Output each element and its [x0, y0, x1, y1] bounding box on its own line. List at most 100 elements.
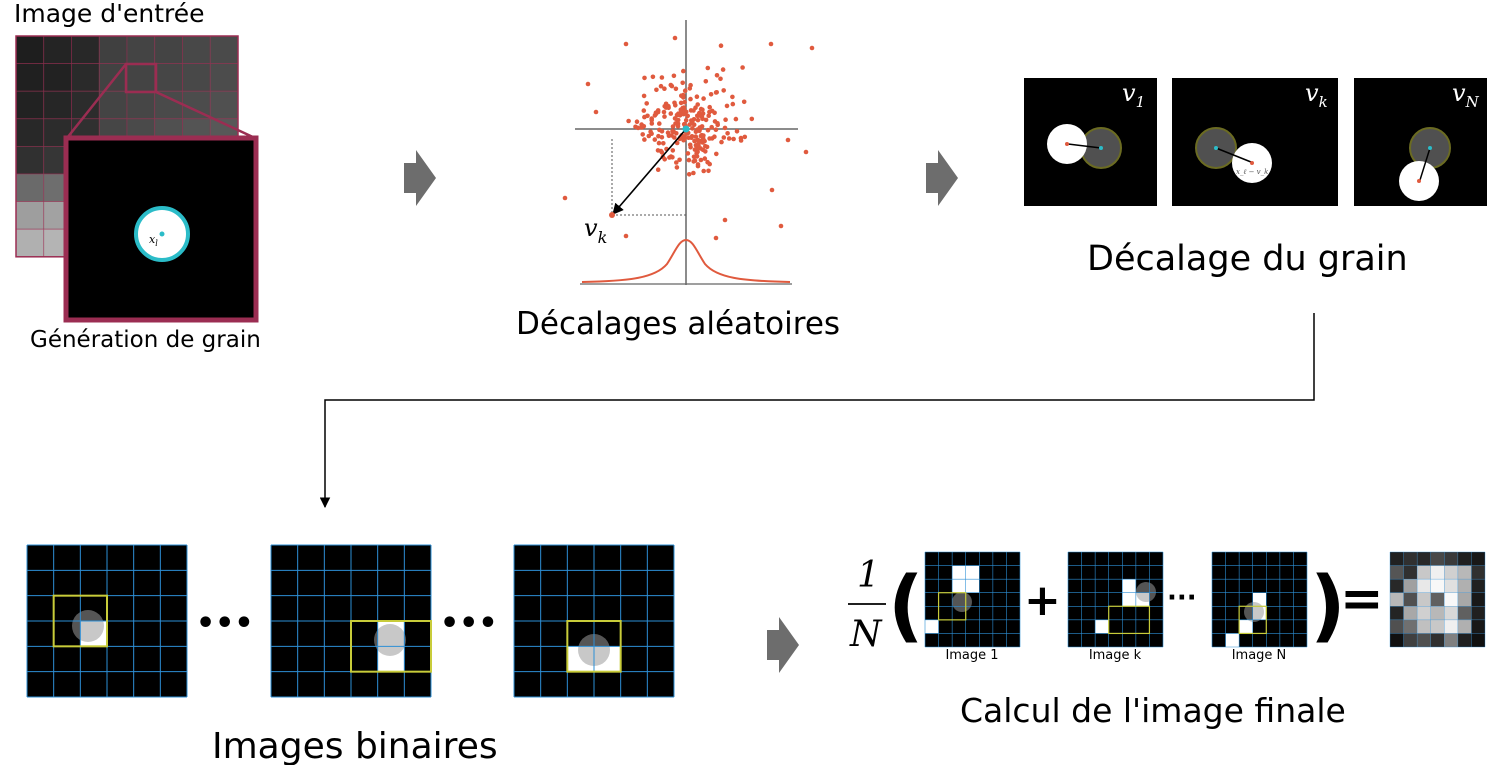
offset-point: [714, 151, 719, 157]
window-box: [1238, 605, 1267, 635]
offset-point: [673, 103, 678, 108]
sum-image-k: [1067, 551, 1164, 648]
fraction-numerator: 1: [857, 555, 880, 596]
offset-point: [730, 94, 735, 100]
binary-image-1: [26, 544, 188, 698]
offset-vk-label: vk: [1305, 79, 1328, 111]
input-pixel: [43, 90, 72, 120]
random-offsets-label: Décalages aléatoires: [516, 306, 840, 342]
binary-pixel-on: [1095, 619, 1109, 634]
offset-point: [695, 102, 700, 107]
offset-point: [714, 90, 719, 95]
offset-point: [749, 116, 755, 122]
offset-point: [657, 121, 662, 126]
offset-point: [670, 148, 676, 153]
grain-ghost: [72, 610, 104, 642]
grain-ghost: [1136, 582, 1156, 602]
binary-images-label: Images binaires: [212, 726, 498, 765]
offset-point: [635, 125, 641, 131]
final-pixel: [1390, 552, 1404, 566]
offset-point: [681, 137, 686, 143]
offset-point: [768, 41, 774, 47]
offset-point: [681, 68, 686, 74]
offset-point: [670, 128, 675, 134]
flow-arrow-2: [926, 150, 958, 206]
offset-point: [695, 163, 701, 169]
offset-point: [725, 131, 730, 136]
offset-point: [713, 127, 719, 132]
offset-point: [673, 86, 679, 92]
offset-point: [674, 140, 680, 146]
offset-point: [700, 116, 705, 122]
final-image: [1389, 551, 1486, 648]
offset-point: [703, 117, 709, 123]
final-pixel: [1471, 619, 1485, 634]
offset-vn-label: vN: [1452, 79, 1480, 111]
offset-point: [731, 136, 736, 142]
binary-pixel-on: [1239, 619, 1253, 634]
offset-point: [809, 45, 815, 51]
offset-point: [695, 117, 701, 123]
window-box: [566, 620, 622, 673]
offset-point: [658, 83, 664, 89]
offset-point: [722, 125, 728, 131]
grain-ghost: [374, 624, 406, 656]
offset-point: [659, 75, 665, 80]
offset-point: [692, 147, 698, 152]
final-pixel: [1457, 619, 1472, 634]
offset-point: [726, 136, 732, 141]
binary-pixel-on: [965, 565, 980, 580]
final-pixel: [1403, 552, 1418, 566]
input-pixel: [15, 35, 45, 65]
offset-point: [668, 111, 674, 116]
grain-center-label: xl: [149, 233, 158, 248]
offset-point: [656, 133, 661, 139]
offset-point: [698, 106, 704, 112]
offset-point: [682, 88, 688, 93]
binary-image-n: [513, 544, 675, 698]
offset-sample-points: [562, 35, 815, 241]
final-pixel: [1417, 579, 1431, 593]
final-pixel: [1417, 619, 1431, 634]
input-pixel: [71, 35, 100, 65]
final-image-label: Calcul de l'image finale: [960, 691, 1346, 730]
offset-point: [724, 103, 730, 109]
final-pixel: [1457, 633, 1472, 647]
offset-point: [713, 235, 719, 241]
offset-point: [691, 159, 696, 164]
final-pixel: [1471, 579, 1485, 593]
grain-center-dot: [159, 231, 165, 237]
offset-point: [649, 121, 655, 126]
plus-sign: +: [1024, 575, 1061, 626]
offset-point: [703, 149, 708, 154]
offset-point: [721, 88, 726, 93]
offset-point: [706, 113, 711, 118]
binary-pixel-on: [952, 579, 966, 593]
input-pixel: [15, 90, 45, 120]
binary-image-k: [270, 544, 432, 698]
offset-point: [680, 80, 685, 86]
offset-point: [689, 135, 694, 140]
final-pixel: [1457, 552, 1472, 566]
offset-point: [707, 104, 712, 110]
offset-point: [671, 73, 677, 79]
input-pixel: [182, 35, 211, 65]
window-box: [52, 594, 108, 648]
zoom-pixel-highlight: [124, 62, 158, 94]
offset-point: [670, 124, 676, 129]
offset-point: [672, 35, 678, 41]
input-pixel: [154, 63, 183, 92]
offset-point: [702, 156, 708, 161]
input-pixel: [209, 63, 239, 92]
offset-point: [688, 82, 693, 88]
final-pixel: [1417, 633, 1431, 647]
offset-point: [699, 125, 704, 130]
offset-v1-label: v1: [1122, 79, 1145, 111]
equals-sign: =: [1340, 569, 1384, 629]
offset-point: [714, 73, 720, 78]
final-pixel: [1471, 592, 1485, 607]
final-pixel: [1403, 619, 1418, 634]
offset-point: [707, 161, 712, 167]
offset-point: [649, 117, 654, 123]
